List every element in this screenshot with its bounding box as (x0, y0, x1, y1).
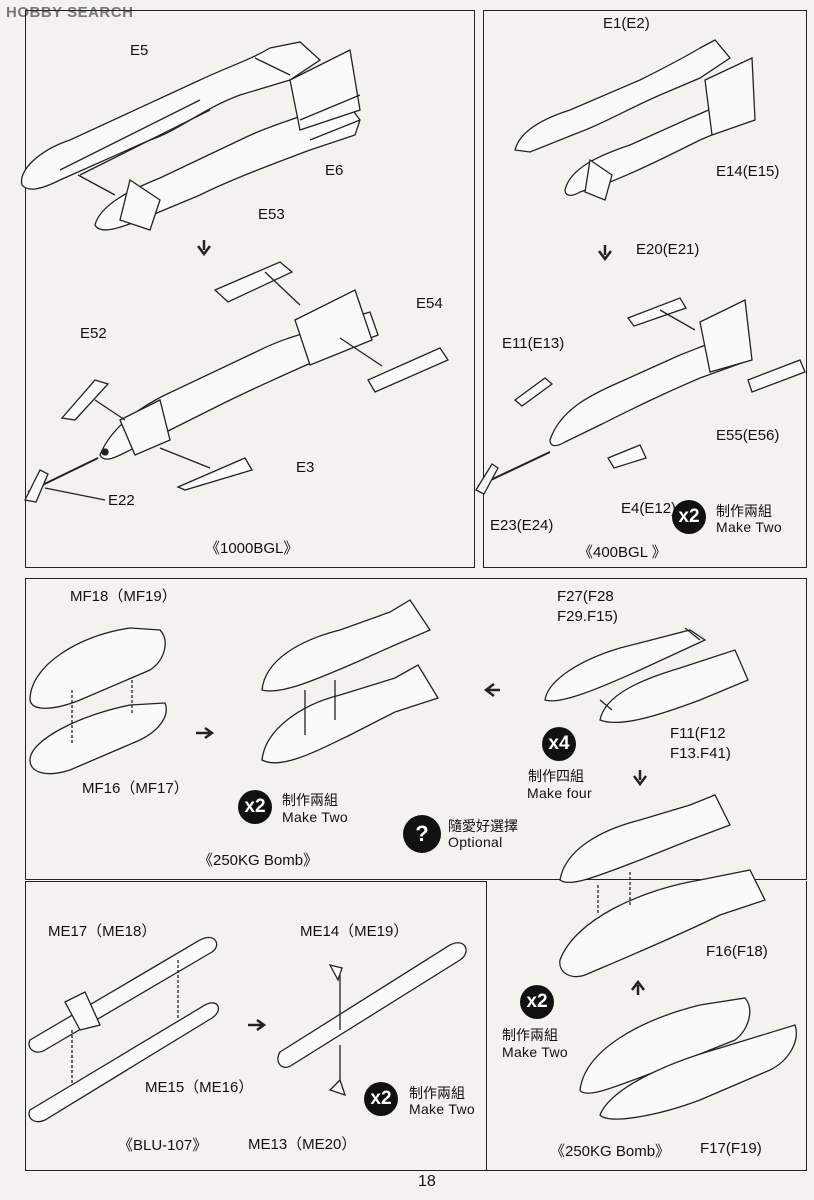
panel-250kg-bomb-top (25, 578, 807, 880)
panel-400bgl (483, 10, 807, 568)
make-two-zh-400bgl: 制作兩組 (716, 503, 772, 519)
make-four-badge: x4 (542, 727, 576, 761)
label-e55-e56: E55(E56) (716, 427, 780, 444)
make-two-en-250kg-right: Make Two (502, 1044, 568, 1060)
make-two-zh-250kg-right: 制作兩組 (502, 1027, 558, 1043)
make-two-zh-250kg: 制作兩組 (282, 792, 338, 808)
make-two-badge-250kg: x2 (238, 790, 272, 824)
panel-1000bgl (25, 10, 475, 568)
label-f11-f12: F11(F12 (670, 725, 726, 742)
label-mf18-mf19: MF18（MF19） (70, 588, 177, 605)
caption-400bgl: 《400BGL 》 (578, 544, 667, 561)
make-two-en-400bgl: Make Two (716, 519, 782, 535)
label-f17-f19: F17(F19) (700, 1140, 762, 1157)
label-e14-e15: E14(E15) (716, 163, 780, 180)
label-e22: E22 (108, 492, 135, 509)
caption-blu-107: 《BLU-107》 (118, 1137, 208, 1154)
label-me15-me16: ME15（ME16） (145, 1079, 254, 1096)
optional-zh: 隨愛好選擇 (448, 818, 518, 834)
label-e4-e12: E4(E12) (621, 500, 677, 517)
label-e5: E5 (130, 42, 149, 59)
optional-en: Optional (448, 834, 503, 850)
make-two-badge-blu: x2 (364, 1082, 398, 1116)
label-mf16-mf17: MF16（MF17） (82, 780, 189, 797)
label-e11-e13: E11(E13) (502, 335, 565, 352)
optional-icon: ? (403, 815, 441, 853)
label-e54: E54 (416, 295, 443, 312)
make-two-zh-blu: 制作兩組 (409, 1085, 465, 1101)
make-four-zh: 制作四組 (528, 768, 584, 784)
label-me17-me18: ME17（ME18） (48, 923, 157, 940)
part-e5-drawing (20, 41, 322, 190)
caption-250kg-top: 《250KG Bomb》 (198, 852, 319, 869)
panel-250kg-bomb-right (486, 881, 807, 1171)
make-two-badge-400bgl: x2 (672, 500, 706, 534)
make-two-badge-250kg-right: x2 (520, 985, 554, 1019)
label-me14-me19: ME14（ME19） (300, 923, 409, 940)
label-f13-f41: F13.F41) (670, 745, 731, 762)
label-e23-e24: E23(E24) (490, 517, 554, 534)
caption-1000bgl: 《1000BGL》 (205, 540, 299, 557)
label-me13-me20: ME13（ME20） (248, 1136, 357, 1153)
label-e1-e2: E1(E2) (603, 15, 650, 32)
label-e53: E53 (258, 206, 285, 223)
make-two-en-250kg: Make Two (282, 809, 348, 825)
part-1000bgl-assembled-drawing (99, 289, 379, 460)
label-e6: E6 (325, 162, 344, 179)
part-e6-drawing (94, 49, 361, 231)
label-e3: E3 (296, 459, 315, 476)
label-f29-f15: F29.F15) (557, 608, 618, 625)
caption-250kg-right: 《250KG Bomb》 (550, 1143, 671, 1160)
label-f27-f28: F27(F28 (557, 588, 614, 605)
page-number: 18 (418, 1173, 436, 1190)
label-e52: E52 (80, 325, 107, 342)
make-four-en: Make four (527, 785, 592, 801)
make-two-en-blu: Make Two (409, 1101, 475, 1117)
watermark-logo: HOBBY SEARCH (6, 4, 134, 21)
label-e20-e21: E20(E21) (636, 241, 700, 258)
label-f16-f18: F16(F18) (706, 943, 768, 960)
